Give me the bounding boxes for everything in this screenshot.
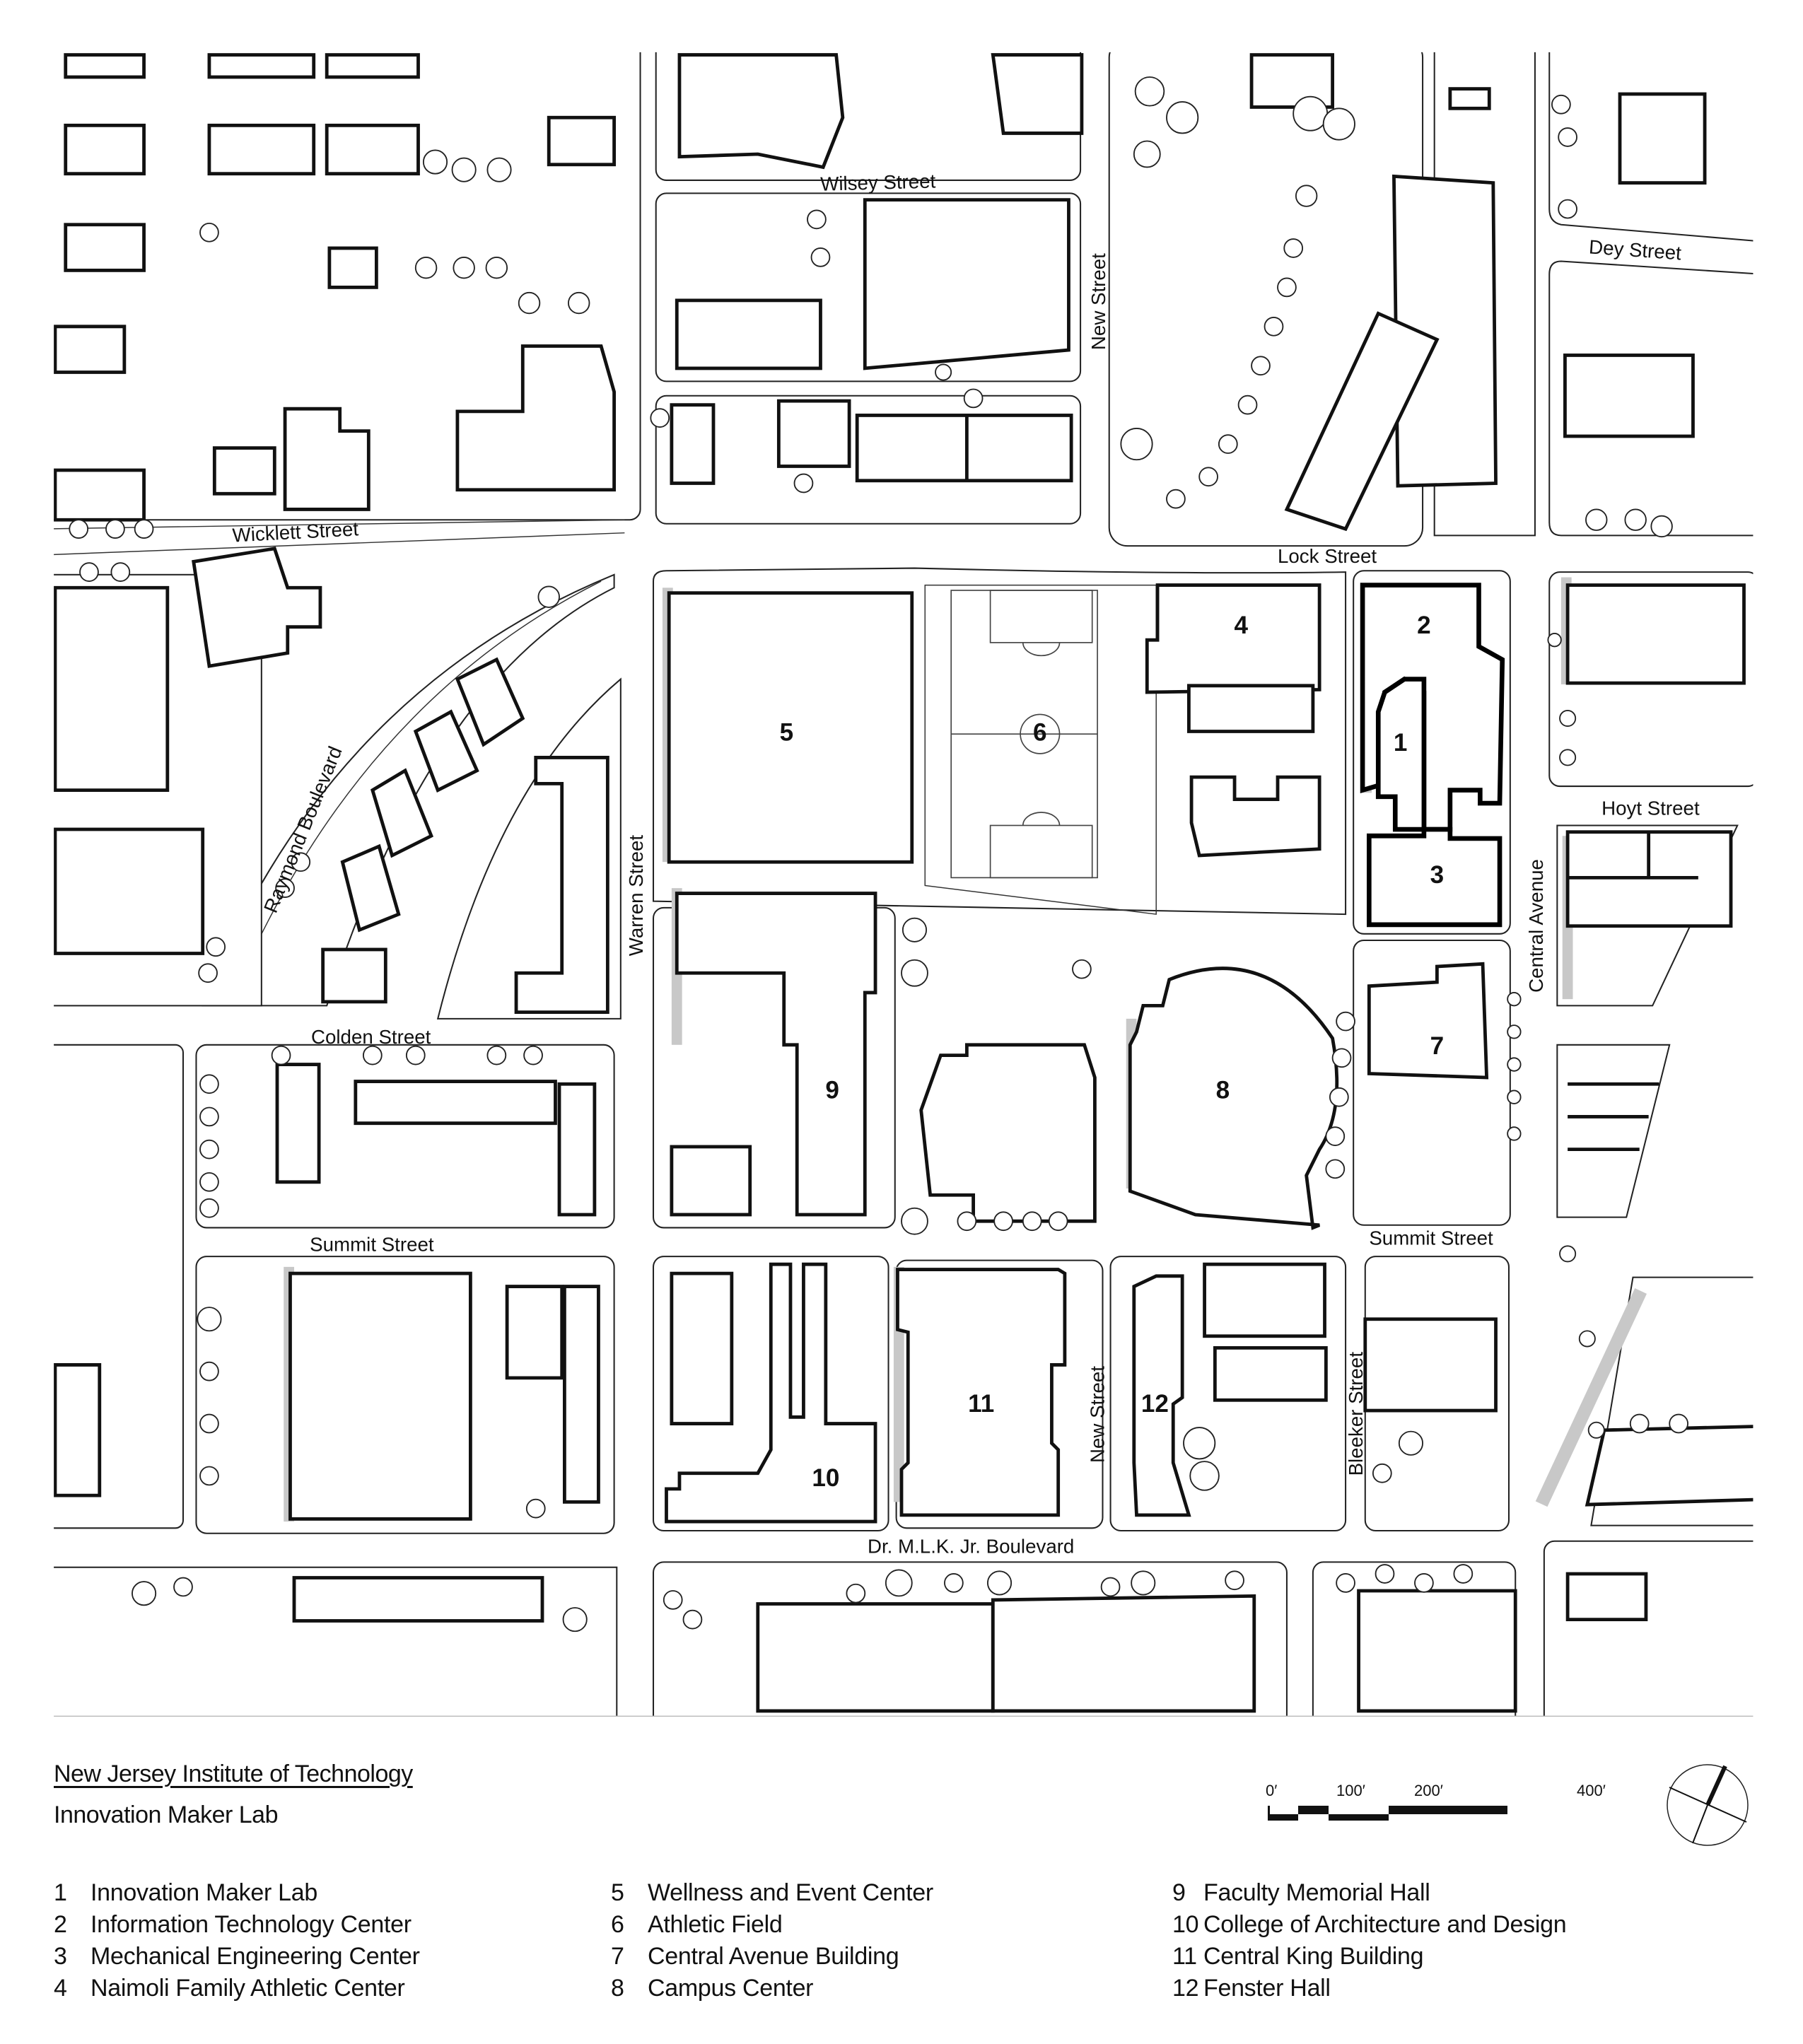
building-5-label: 5 — [780, 718, 794, 746]
legend-number: 12 — [1172, 1975, 1199, 2002]
legend-item: 9 Faculty Memorial Hall — [1172, 1877, 1566, 1909]
building-number-labels: 1 2 3 4 5 6 7 8 9 10 11 12 — [780, 612, 1444, 1492]
legend-number: 1 — [54, 1879, 67, 1906]
legend-item: 4 Naimoli Family Athletic Center — [54, 1973, 420, 2004]
legend-name: Campus Center — [648, 1975, 814, 2002]
building-7 — [1367, 962, 1489, 1080]
scale-label-400: 400′ — [1577, 1782, 1606, 1799]
legend-item: 6 Athletic Field — [611, 1909, 933, 1941]
street-new-north: New Street — [1087, 253, 1109, 350]
street-central: Central Avenue — [1525, 859, 1547, 993]
street-new-south: New Street — [1086, 1366, 1108, 1463]
legend-number: 11 — [1172, 1943, 1197, 1970]
scale-bar-graphic — [1268, 1806, 1507, 1821]
street-bleeker: Bleeker Street — [1345, 1352, 1367, 1476]
numbered-buildings — [665, 583, 1505, 1524]
building-1 — [1375, 677, 1427, 832]
legend-number: 7 — [611, 1943, 624, 1970]
scale-label-200: 200′ — [1414, 1782, 1443, 1799]
building-8 — [1128, 966, 1339, 1230]
legend-number: 3 — [54, 1943, 67, 1970]
building-10-label: 10 — [812, 1464, 839, 1492]
faculty-quad-building — [919, 1043, 1097, 1223]
legend-name: Central Avenue Building — [648, 1943, 899, 1970]
legend-column-1: 1 Innovation Maker Lab 2 Information Techn… — [54, 1877, 420, 2004]
legend-number: 4 — [54, 1975, 67, 2002]
legend-number: 8 — [611, 1975, 624, 2002]
scale-label-100: 100′ — [1336, 1782, 1365, 1799]
legend-name: Central King Building — [1203, 1943, 1424, 1970]
legend-name: College of Architecture and Design — [1203, 1911, 1567, 1938]
building-2-label: 2 — [1417, 612, 1431, 639]
other-buildings — [54, 53, 1754, 1713]
building-12-label: 12 — [1141, 1390, 1169, 1418]
building-11-label: 11 — [968, 1390, 994, 1418]
scale-bar: 0′ 100′ 200′ 400′ — [1266, 1782, 1633, 1845]
athletic-field-lines — [924, 584, 1157, 915]
legend-name: Athletic Field — [648, 1911, 783, 1938]
street-wicklett: Wicklett Street — [232, 518, 359, 546]
street-summit-west: Summit Street — [310, 1234, 434, 1256]
building-4 — [1145, 583, 1321, 694]
legend-name: Wellness and Event Center — [648, 1879, 933, 1906]
building-11 — [896, 1268, 1067, 1517]
trees — [69, 76, 1688, 1633]
street-summit-east: Summit Street — [1369, 1227, 1493, 1249]
building-4-label: 4 — [1235, 612, 1249, 639]
ne-building — [1187, 684, 1321, 858]
legend-name: Mechanical Engineering Center — [91, 1943, 420, 1970]
legend-name: Naimoli Family Athletic Center — [91, 1975, 405, 2002]
street-labels: Wilsey Street Dey Street New Street Wick… — [232, 170, 1700, 1557]
street-wilsey: Wilsey Street — [820, 170, 936, 194]
legend-name: Faculty Memorial Hall — [1203, 1879, 1430, 1906]
legend-name: Innovation Maker Lab — [91, 1879, 317, 1906]
map-title: New Jersey Institute of Technology — [54, 1760, 413, 1787]
legend-item: 8 Campus Center — [611, 1973, 933, 2004]
street-warren: Warren Street — [625, 835, 647, 957]
street-dey: Dey Street — [1588, 235, 1682, 264]
legend-item: 5 Wellness and Event Center — [611, 1877, 933, 1909]
building-8-label: 8 — [1216, 1077, 1230, 1104]
building-3-label: 3 — [1430, 861, 1445, 889]
building-3 — [1367, 827, 1502, 928]
street-mlk: Dr. M.L.K. Jr. Boulevard — [868, 1535, 1074, 1557]
building-6-label: 6 — [1033, 718, 1047, 746]
scale-label-0: 0′ — [1266, 1782, 1278, 1799]
north-arrow-icon — [1667, 1764, 1749, 1846]
legend-column-2: 5 Wellness and Event Center 6 Athletic Fie… — [611, 1877, 933, 2004]
legend-item: 7 Central Avenue Building — [611, 1941, 933, 1973]
street-hoyt: Hoyt Street — [1601, 798, 1700, 819]
building-9 — [675, 892, 877, 1217]
legend-name: Information Technology Center — [91, 1911, 412, 1938]
street-colden: Colden Street — [311, 1026, 431, 1048]
legend-number: 9 — [1172, 1879, 1186, 1906]
legend-item: 2 Information Technology Center — [54, 1909, 420, 1941]
legend-name: Fenster Hall — [1203, 1975, 1331, 2002]
street-lock: Lock Street — [1278, 545, 1377, 567]
building-1-label: 1 — [1394, 729, 1408, 757]
building-7-label: 7 — [1430, 1032, 1445, 1060]
building-9-label: 9 — [825, 1077, 839, 1104]
building-12 — [1132, 1274, 1191, 1517]
legend-number: 5 — [611, 1879, 624, 1906]
building-10 — [665, 1262, 877, 1524]
legend-number: 6 — [611, 1911, 624, 1938]
building-5 — [667, 591, 914, 864]
legend-item: 3 Mechanical Engineering Center — [54, 1941, 420, 1973]
legend-item: 1 Innovation Maker Lab — [54, 1877, 420, 1909]
legend-number: 2 — [54, 1911, 67, 1938]
legend-number: 10 — [1172, 1911, 1199, 1938]
map-subtitle: Innovation Maker Lab — [54, 1801, 278, 1828]
